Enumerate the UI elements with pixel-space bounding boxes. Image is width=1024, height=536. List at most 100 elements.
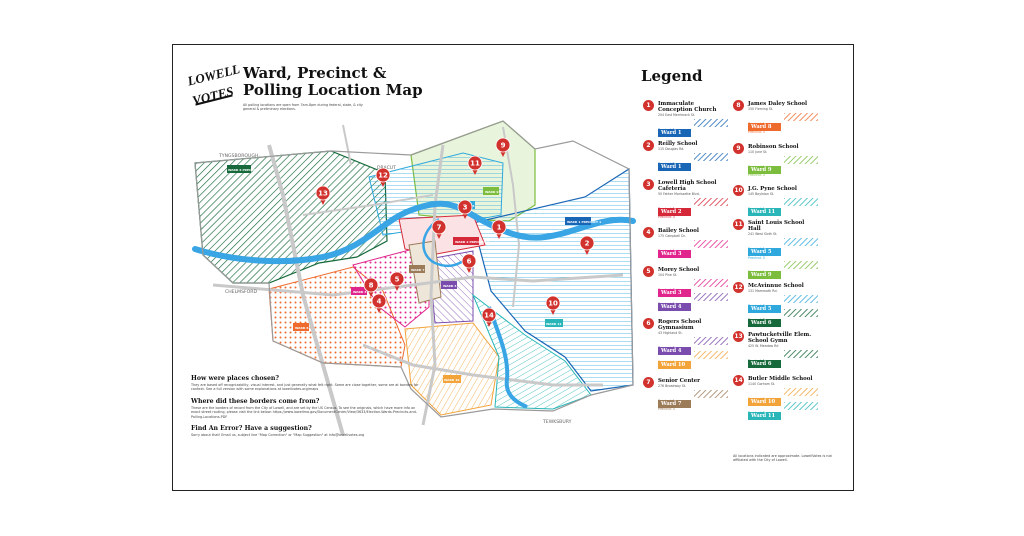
legend-ward-pattern (784, 238, 818, 247)
map-poster: TYNGSBOROUGH DRACUT CHELMSFORD TEWKSBURY… (172, 44, 854, 491)
legend-pin-number: 13 (733, 330, 744, 342)
legend-ward-pattern (694, 240, 728, 249)
legend-precinct: Precinct 3 (748, 255, 765, 260)
legend-ward-badge: Ward 6 (748, 359, 781, 368)
pin-number: 13 (318, 190, 328, 198)
legend-pin-number: 7 (643, 376, 654, 388)
pin-number: 4 (377, 298, 382, 306)
legend-ward-badge: Ward 9 (748, 271, 781, 280)
legend-pin-number: 8 (733, 100, 744, 111)
location-pin-12[interactable]: 12 (375, 167, 391, 187)
location-pin-7[interactable]: 7 (431, 219, 447, 239)
location-pin-14[interactable]: 14 (481, 307, 497, 327)
merrimack-river (192, 200, 636, 265)
legend-ward-badge: Ward 2 (658, 207, 691, 216)
legend-ward-row: Ward 6 (748, 309, 818, 328)
legend-ward-pattern (784, 155, 818, 164)
legend-location-address: 145 Boylston St. (748, 192, 775, 197)
legend-pin-number: 4 (643, 227, 654, 239)
tag-ward-11: WARD 11 (546, 322, 562, 326)
city-boundary (194, 120, 634, 418)
legend-location-address: 241 West Sixth St. (748, 232, 778, 237)
pin-number: 12 (378, 172, 388, 180)
legend-location-name: Saint Louis School Hall (748, 220, 805, 233)
legend-ward-badge: Ward 9 (748, 165, 781, 174)
legend-ward-pattern (694, 119, 728, 127)
legend-ward-badge: Ward 1 (658, 163, 691, 172)
legend-location-address: 104 Pine St. (658, 272, 678, 277)
legend-ward-row: Ward 7 (658, 389, 728, 408)
pin-number: 10 (548, 300, 558, 308)
legend-ward-pattern (694, 351, 728, 360)
tag-ward-6: WARD 6 PRECINCT 1 (228, 168, 262, 172)
legend-location-name: Rogers School Gymnasium (658, 319, 702, 332)
legend-ward-badge: Ward 8 (748, 123, 781, 131)
location-pin-1[interactable]: 1 (491, 219, 507, 239)
town-label-dracut: DRACUT (377, 165, 396, 171)
legend-ward-badge: Ward 11 (748, 208, 781, 217)
roads (212, 124, 624, 436)
location-pin-13[interactable]: 13 (315, 185, 331, 205)
pin-number: 8 (369, 282, 374, 290)
precinct-map[interactable]: TYNGSBOROUGH DRACUT CHELMSFORD TEWKSBURY… (173, 45, 853, 490)
pin-number: 7 (437, 224, 442, 232)
legend-location-name: Lowell High School Cafeteria (658, 179, 717, 192)
legend-pin-number: 1 (643, 100, 654, 111)
location-pin-8[interactable]: 8 (363, 277, 379, 297)
legend-title: Legend (641, 67, 703, 85)
legend-ward-pattern (784, 349, 818, 358)
location-pin-9[interactable]: 9 (495, 137, 511, 157)
tag-ward-7: WARD 7 (411, 268, 424, 272)
page-title: Ward, Precinct & Polling Location Map (243, 64, 423, 99)
legend-ward-pattern (784, 198, 818, 207)
legend-ward-pattern (694, 292, 728, 301)
legend-ward-badge: Ward 11 (748, 412, 781, 421)
tag-ward-9: WARD 9 (485, 190, 498, 194)
legend-ward-badge: Ward 3 (658, 250, 691, 259)
town-label-tyngsborough: TYNGSBOROUGH (218, 153, 258, 159)
pin-number: 2 (585, 240, 590, 248)
legend-pin-number: 3 (643, 178, 654, 190)
legend-location-name: J.G. Pyne School (748, 186, 797, 193)
location-pin-2[interactable]: 2 (579, 235, 595, 255)
legend-ward-row: Ward 11 (748, 402, 818, 421)
location-pin-10[interactable]: 10 (545, 295, 561, 315)
legend-ward-pattern (784, 113, 818, 121)
legend-ward-row: Ward 2 (658, 197, 728, 216)
legend-precinct: Precinct 3 (748, 173, 765, 178)
legend-location-name: Immaculate Conception Church (658, 101, 717, 113)
location-pin-11[interactable]: 11 (467, 155, 483, 175)
legend-ward-badge: Ward 7 (658, 399, 691, 408)
legend-ward-row: Ward 10 (658, 351, 728, 370)
legend-ward-row: Ward 3 (658, 278, 728, 297)
legend-ward-badge: Ward 4 (658, 347, 691, 356)
note-body: Sorry about that! Email us, subject line… (191, 433, 365, 438)
legend-ward-row: Ward 5 (748, 295, 818, 314)
legend-location-name: James Daley School (748, 101, 808, 107)
legend-location-name: McAvinnue School (748, 283, 804, 290)
page-subtitle: All polling locations are open from 7am-… (243, 103, 363, 112)
legend-ward-row: Ward 9 (748, 261, 818, 280)
legend-ward-pattern (784, 388, 818, 397)
location-pin-4[interactable]: 4 (371, 293, 387, 313)
pin-number: 9 (501, 142, 506, 150)
legend-ward-row: Ward 3 (658, 240, 728, 259)
legend-ward-row: Ward 10 (748, 388, 818, 407)
legend-location-name: Morey School (658, 266, 700, 273)
legend-ward-row: Ward 4 (658, 292, 728, 311)
location-pin-5[interactable]: 5 (389, 271, 405, 291)
legend-ward-row: Ward 11 (748, 198, 818, 217)
legend-ward-badge: Ward 1 (658, 129, 691, 137)
location-pin-6[interactable]: 6 (461, 253, 477, 273)
region-ward-11[interactable] (471, 293, 592, 410)
location-pin-3[interactable]: 3 (457, 199, 473, 219)
precinct-tags: WARD 1 PRECINCT 1 WARD 2 PRECINCT 3 WARD… (227, 165, 601, 383)
